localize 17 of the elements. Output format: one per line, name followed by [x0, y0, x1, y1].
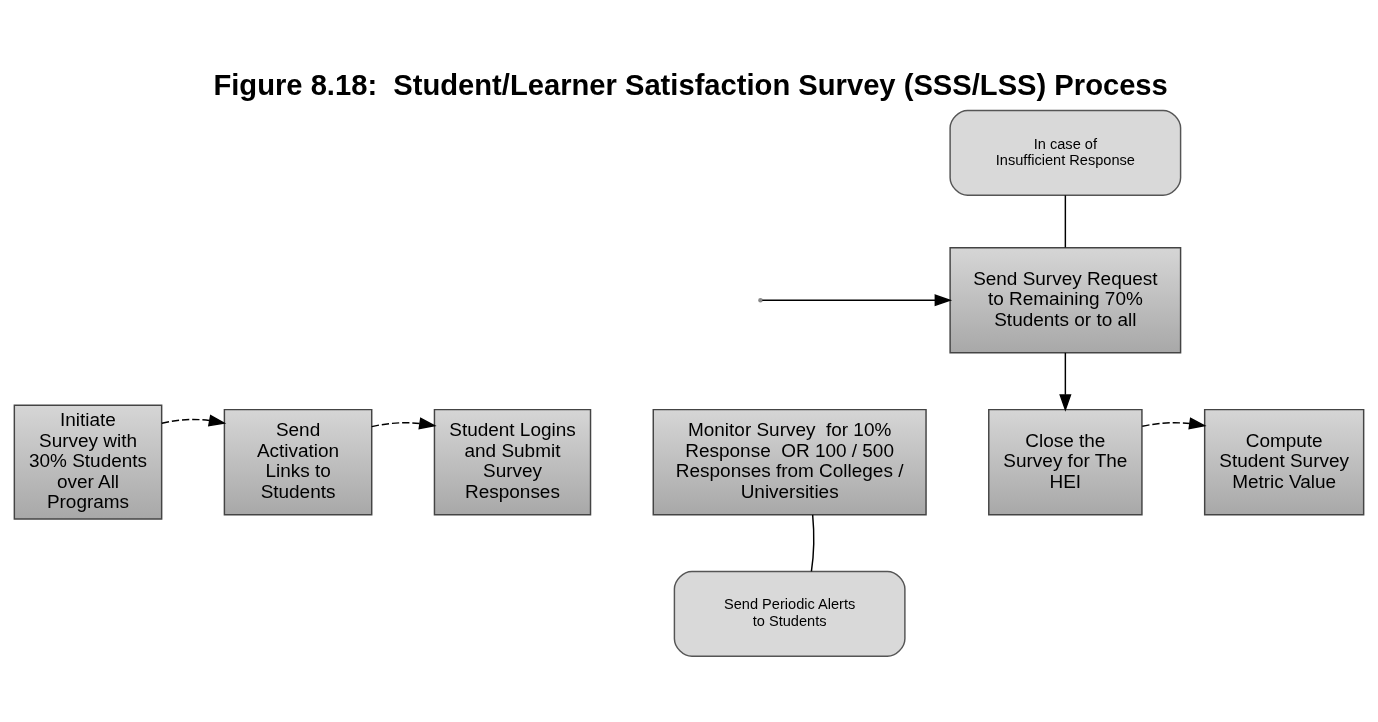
node-box: Initiate Survey with 30% Students over All Programs	[13, 404, 163, 520]
node-box: In case of Insufficient Response	[949, 109, 1182, 196]
node-box: Close the Survey for The HEI	[988, 408, 1143, 515]
node-box: Monitor Survey for 10% Response OR 100 / 500 Responses from Colleges / Universities	[652, 408, 927, 515]
node-box: Send Activation Links to Students	[223, 408, 373, 515]
arrow	[761, 293, 953, 306]
arrow	[1059, 351, 1072, 412]
node-box: Send Survey Request to Remaining 70% Students or to all	[949, 246, 1182, 353]
connector	[1064, 194, 1067, 248]
arrow	[161, 413, 227, 426]
connector	[810, 513, 815, 572]
node-box: Student Logins and Submit Survey Responses	[433, 408, 592, 515]
diagram-title: Figure 8.18: Student/Learner Satisfaction Survey (SSS/LSS) Process	[213, 68, 1168, 101]
node-box: Compute Student Survey Metric Value	[1203, 408, 1365, 515]
arrow	[1141, 416, 1207, 429]
arrow	[371, 416, 437, 429]
node-box: Send Periodic Alerts to Students	[673, 570, 906, 657]
